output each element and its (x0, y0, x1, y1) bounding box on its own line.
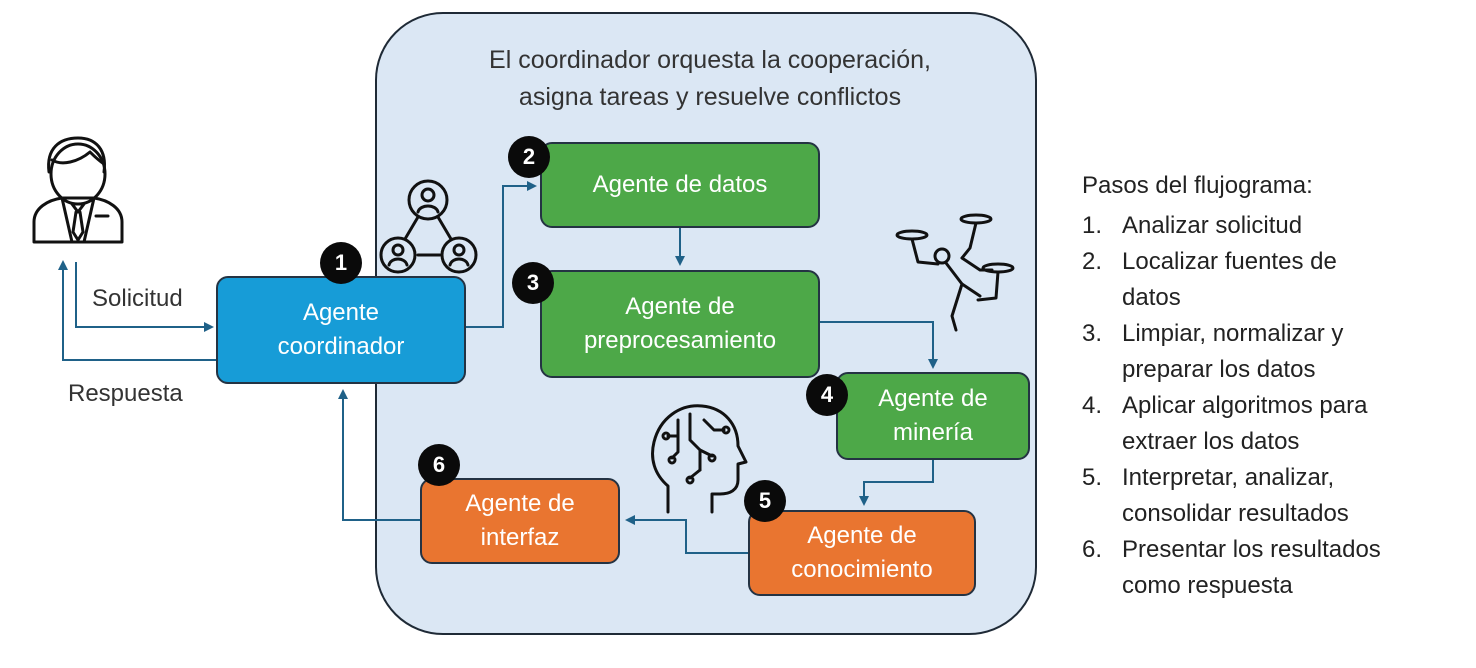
arrow-coordinator-to-data (466, 181, 537, 328)
response-label: Respuesta (68, 380, 183, 407)
arrow-knowledge-to-interface (625, 515, 748, 554)
agent-knowledge-box[interactable]: Agente de conocimiento (748, 510, 976, 596)
agent-data-line-1: Agente de datos (592, 171, 768, 198)
step-number: 6. (1082, 536, 1103, 563)
step-number: 4. (1082, 392, 1103, 419)
caption-line-2: asigna tareas y resuelve conflictos (518, 83, 902, 111)
step-badge-5: 5 (744, 480, 786, 522)
step-text-line: Limpiar, normalizar y (1122, 320, 1344, 347)
agent-mining-box[interactable]: Agente de minería (836, 372, 1030, 460)
agent-mining-line-2: minería (892, 419, 974, 446)
steps-panel: Pasos del flujograma: 1. Analizar solici… (1082, 168, 1462, 604)
step-badge-4: 4 (806, 374, 848, 416)
step-text-line: Localizar fuentes de (1122, 248, 1337, 275)
step-text-line: Presentar los resultados (1122, 536, 1381, 563)
arrow-response (58, 260, 216, 361)
step-item-5: 5. Interpretar, analizar, consolidar res… (1082, 460, 1462, 532)
step-badge-2: 2 (508, 136, 550, 178)
steps-list: 1. Analizar solicitud 2. Localizar fuent… (1082, 208, 1462, 604)
agent-interface-line-1: Agente de (465, 490, 575, 517)
step-text-line: Analizar solicitud (1122, 212, 1303, 239)
step-text-line: preparar los datos (1122, 356, 1316, 383)
agent-mining-line-1: Agente de (878, 385, 988, 412)
step-item-6: 6. Presentar los resultados como respues… (1082, 532, 1462, 604)
arrow-preprocessing-to-mining (818, 321, 938, 369)
arrow-interface-to-coordinator (338, 389, 420, 521)
step-text-line: Aplicar algoritmos para (1122, 392, 1368, 419)
step-number: 1. (1082, 212, 1103, 239)
step-text-line: consolidar resultados (1122, 500, 1349, 527)
caption-line-1: El coordinador orquesta la cooperación, (489, 46, 931, 74)
agent-data-box[interactable]: Agente de datos (540, 142, 820, 228)
step-number: 5. (1082, 464, 1103, 491)
step-item-2: 2. Localizar fuentes de datos (1082, 244, 1462, 316)
agent-coordinator-line-2: coordinador (277, 333, 405, 360)
request-label: Solicitud (92, 285, 183, 312)
step-text-line: extraer los datos (1122, 428, 1300, 455)
agent-preprocessing-line-1: Agente de (625, 293, 735, 320)
step-number: 3. (1082, 320, 1103, 347)
agent-coordinator-box[interactable]: Agente coordinador (216, 276, 466, 384)
step-badge-3: 3 (512, 262, 554, 304)
arrow-request (75, 262, 214, 332)
agent-interface-line-2: interfaz (480, 524, 560, 551)
step-text-line: Interpretar, analizar, (1122, 464, 1335, 491)
agent-preprocessing-box[interactable]: Agente de preprocesamiento (540, 270, 820, 378)
arrow-mining-to-knowledge (859, 460, 934, 506)
step-number: 2. (1082, 248, 1103, 275)
step-item-3: 3. Limpiar, normalizar y preparar los da… (1082, 316, 1462, 388)
step-text-line: datos (1122, 284, 1181, 311)
agent-coordinator-line-1: Agente (302, 299, 380, 326)
step-badge-1: 1 (320, 242, 362, 284)
step-text-line: como respuesta (1122, 572, 1293, 599)
agent-knowledge-line-1: Agente de (807, 522, 917, 549)
agent-knowledge-line-2: conocimiento (791, 556, 933, 583)
agent-preprocessing-line-2: preprocesamiento (583, 327, 777, 354)
step-item-1: 1. Analizar solicitud (1082, 208, 1462, 244)
container-caption: El coordinador orquesta la cooperación, … (430, 42, 990, 116)
step-item-4: 4. Aplicar algoritmos para extraer los d… (1082, 388, 1462, 460)
agent-interface-box[interactable]: Agente de interfaz (420, 478, 620, 564)
step-badge-6: 6 (418, 444, 460, 486)
steps-title: Pasos del flujograma: (1082, 172, 1313, 199)
